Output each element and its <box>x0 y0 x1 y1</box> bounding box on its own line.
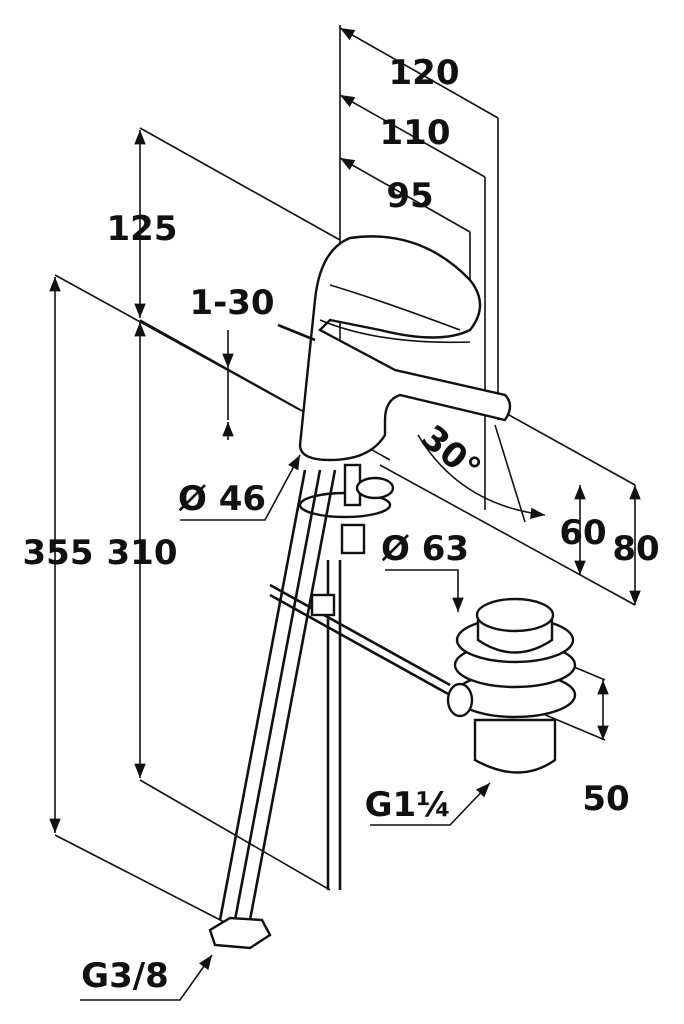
dim-angle-30: 30° <box>413 418 488 490</box>
dim-80: 80 <box>612 529 659 569</box>
dim-diameter-46: Ø 46 <box>178 479 266 519</box>
dim-1-30: 1-30 <box>189 283 274 323</box>
thread-supply-label: G3/8 <box>81 956 169 996</box>
dim-95: 95 <box>386 176 433 216</box>
dim-125: 125 <box>107 209 178 249</box>
dimension-labels: 120 110 95 125 1-30 355 310 Ø 46 30° Ø 6… <box>23 53 660 996</box>
dim-355: 355 <box>23 533 94 573</box>
dim-110: 110 <box>380 113 451 153</box>
faucet-body <box>208 235 512 950</box>
dim-diameter-63: Ø 63 <box>381 529 469 569</box>
dim-60: 60 <box>559 513 606 553</box>
thread-waste-label: G1¼ <box>365 785 452 825</box>
waste-valve <box>446 597 577 774</box>
dim-310: 310 <box>107 533 178 573</box>
dim-120: 120 <box>389 53 460 93</box>
dim-50: 50 <box>582 779 629 819</box>
